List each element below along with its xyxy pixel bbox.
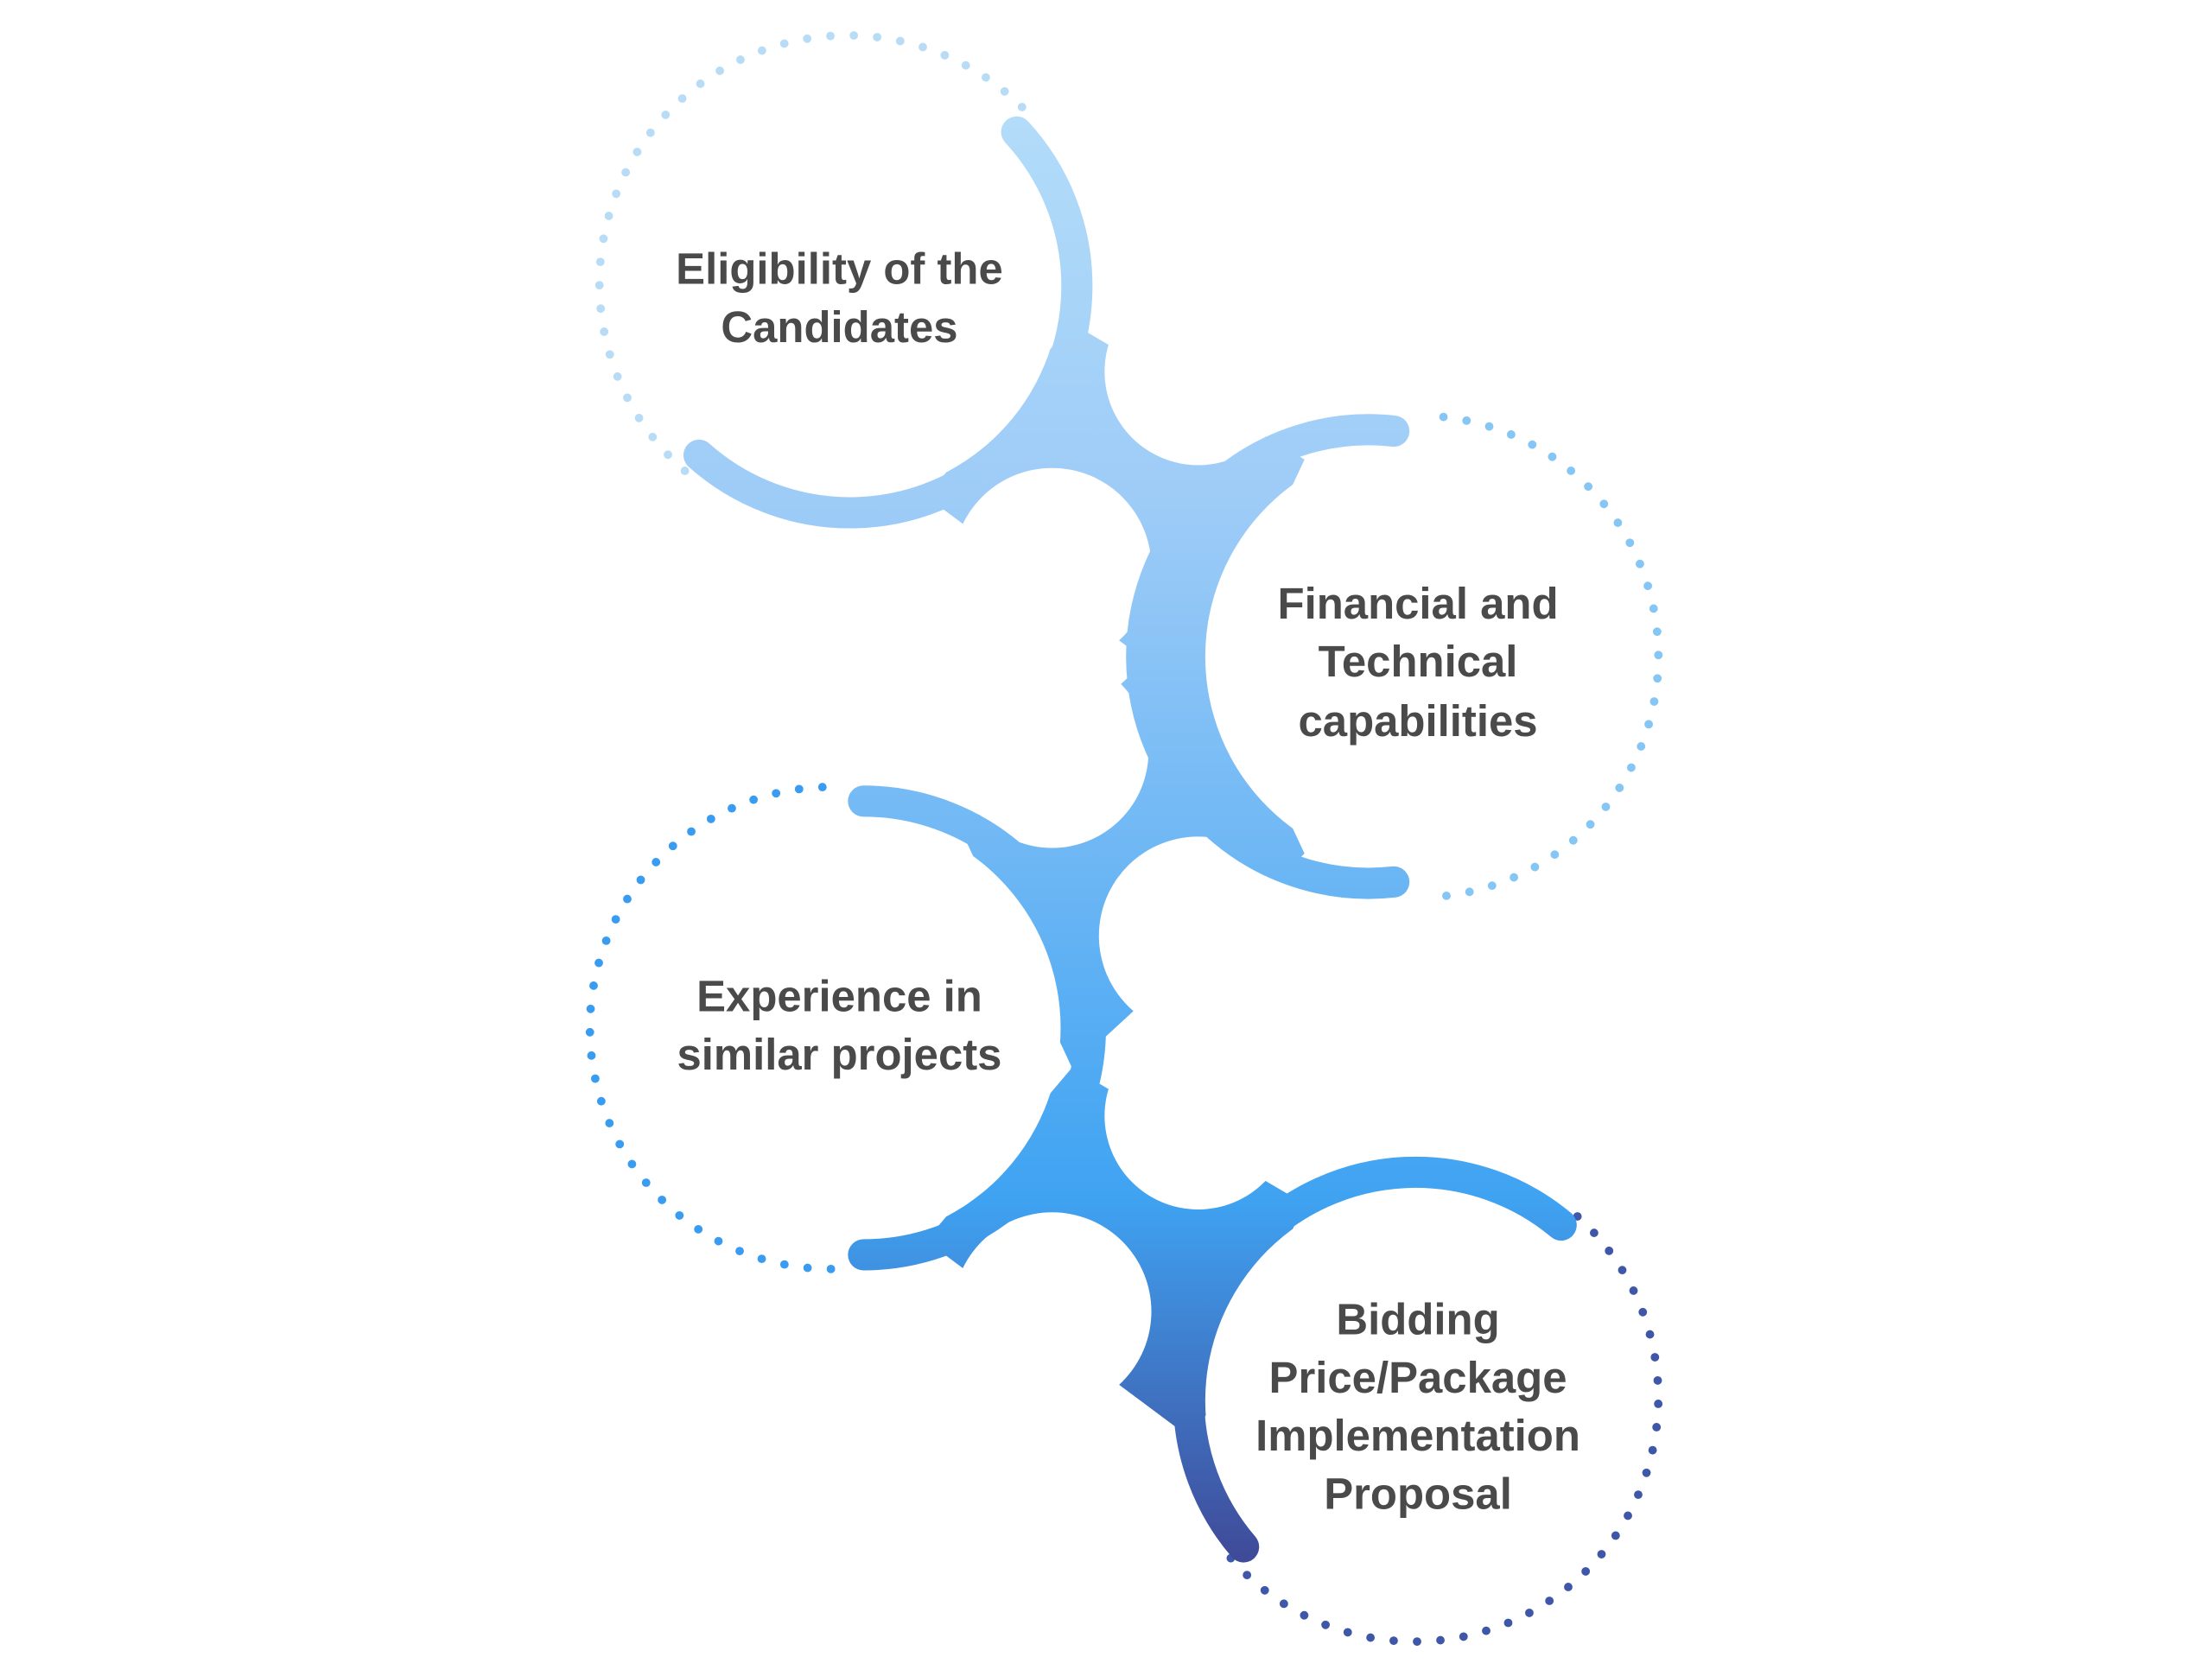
step-3-line-1: Experience in bbox=[696, 972, 982, 1021]
dotted-ring-3 bbox=[585, 783, 836, 1273]
step-1-line-1: Eligibility of the bbox=[676, 244, 1003, 294]
step-4-line-4: Proposal bbox=[1324, 1470, 1512, 1519]
arc-1 bbox=[683, 116, 1093, 529]
step-3-line-2: similar projects bbox=[677, 1030, 1002, 1079]
step-4-line-3: Implementation bbox=[1255, 1411, 1580, 1460]
step-3-label: Experience in similar projects bbox=[677, 972, 1002, 1079]
step-2-label: Financial and Technical capabilities bbox=[1278, 579, 1559, 746]
arc-4 bbox=[1173, 1156, 1577, 1563]
step-2-line-3: capabilities bbox=[1299, 696, 1538, 746]
arc-2 bbox=[1126, 414, 1410, 899]
step-2-line-1: Financial and bbox=[1278, 579, 1559, 628]
step-2-line-2: Technical bbox=[1319, 637, 1518, 686]
step-1-line-2: Candidates bbox=[721, 302, 957, 352]
step-4-line-2: Price/Package bbox=[1269, 1353, 1567, 1402]
dotted-ring-4 bbox=[1226, 1206, 1663, 1647]
step-4-line-1: Bidding bbox=[1336, 1295, 1499, 1344]
dotted-ring-2 bbox=[1439, 412, 1663, 901]
step-1-label: Eligibility of the Candidates bbox=[676, 244, 1003, 352]
arc-3 bbox=[848, 785, 1106, 1271]
cutouts bbox=[635, 71, 1631, 1614]
step-4-label: Bidding Price/Package Implementation Pro… bbox=[1255, 1295, 1580, 1519]
